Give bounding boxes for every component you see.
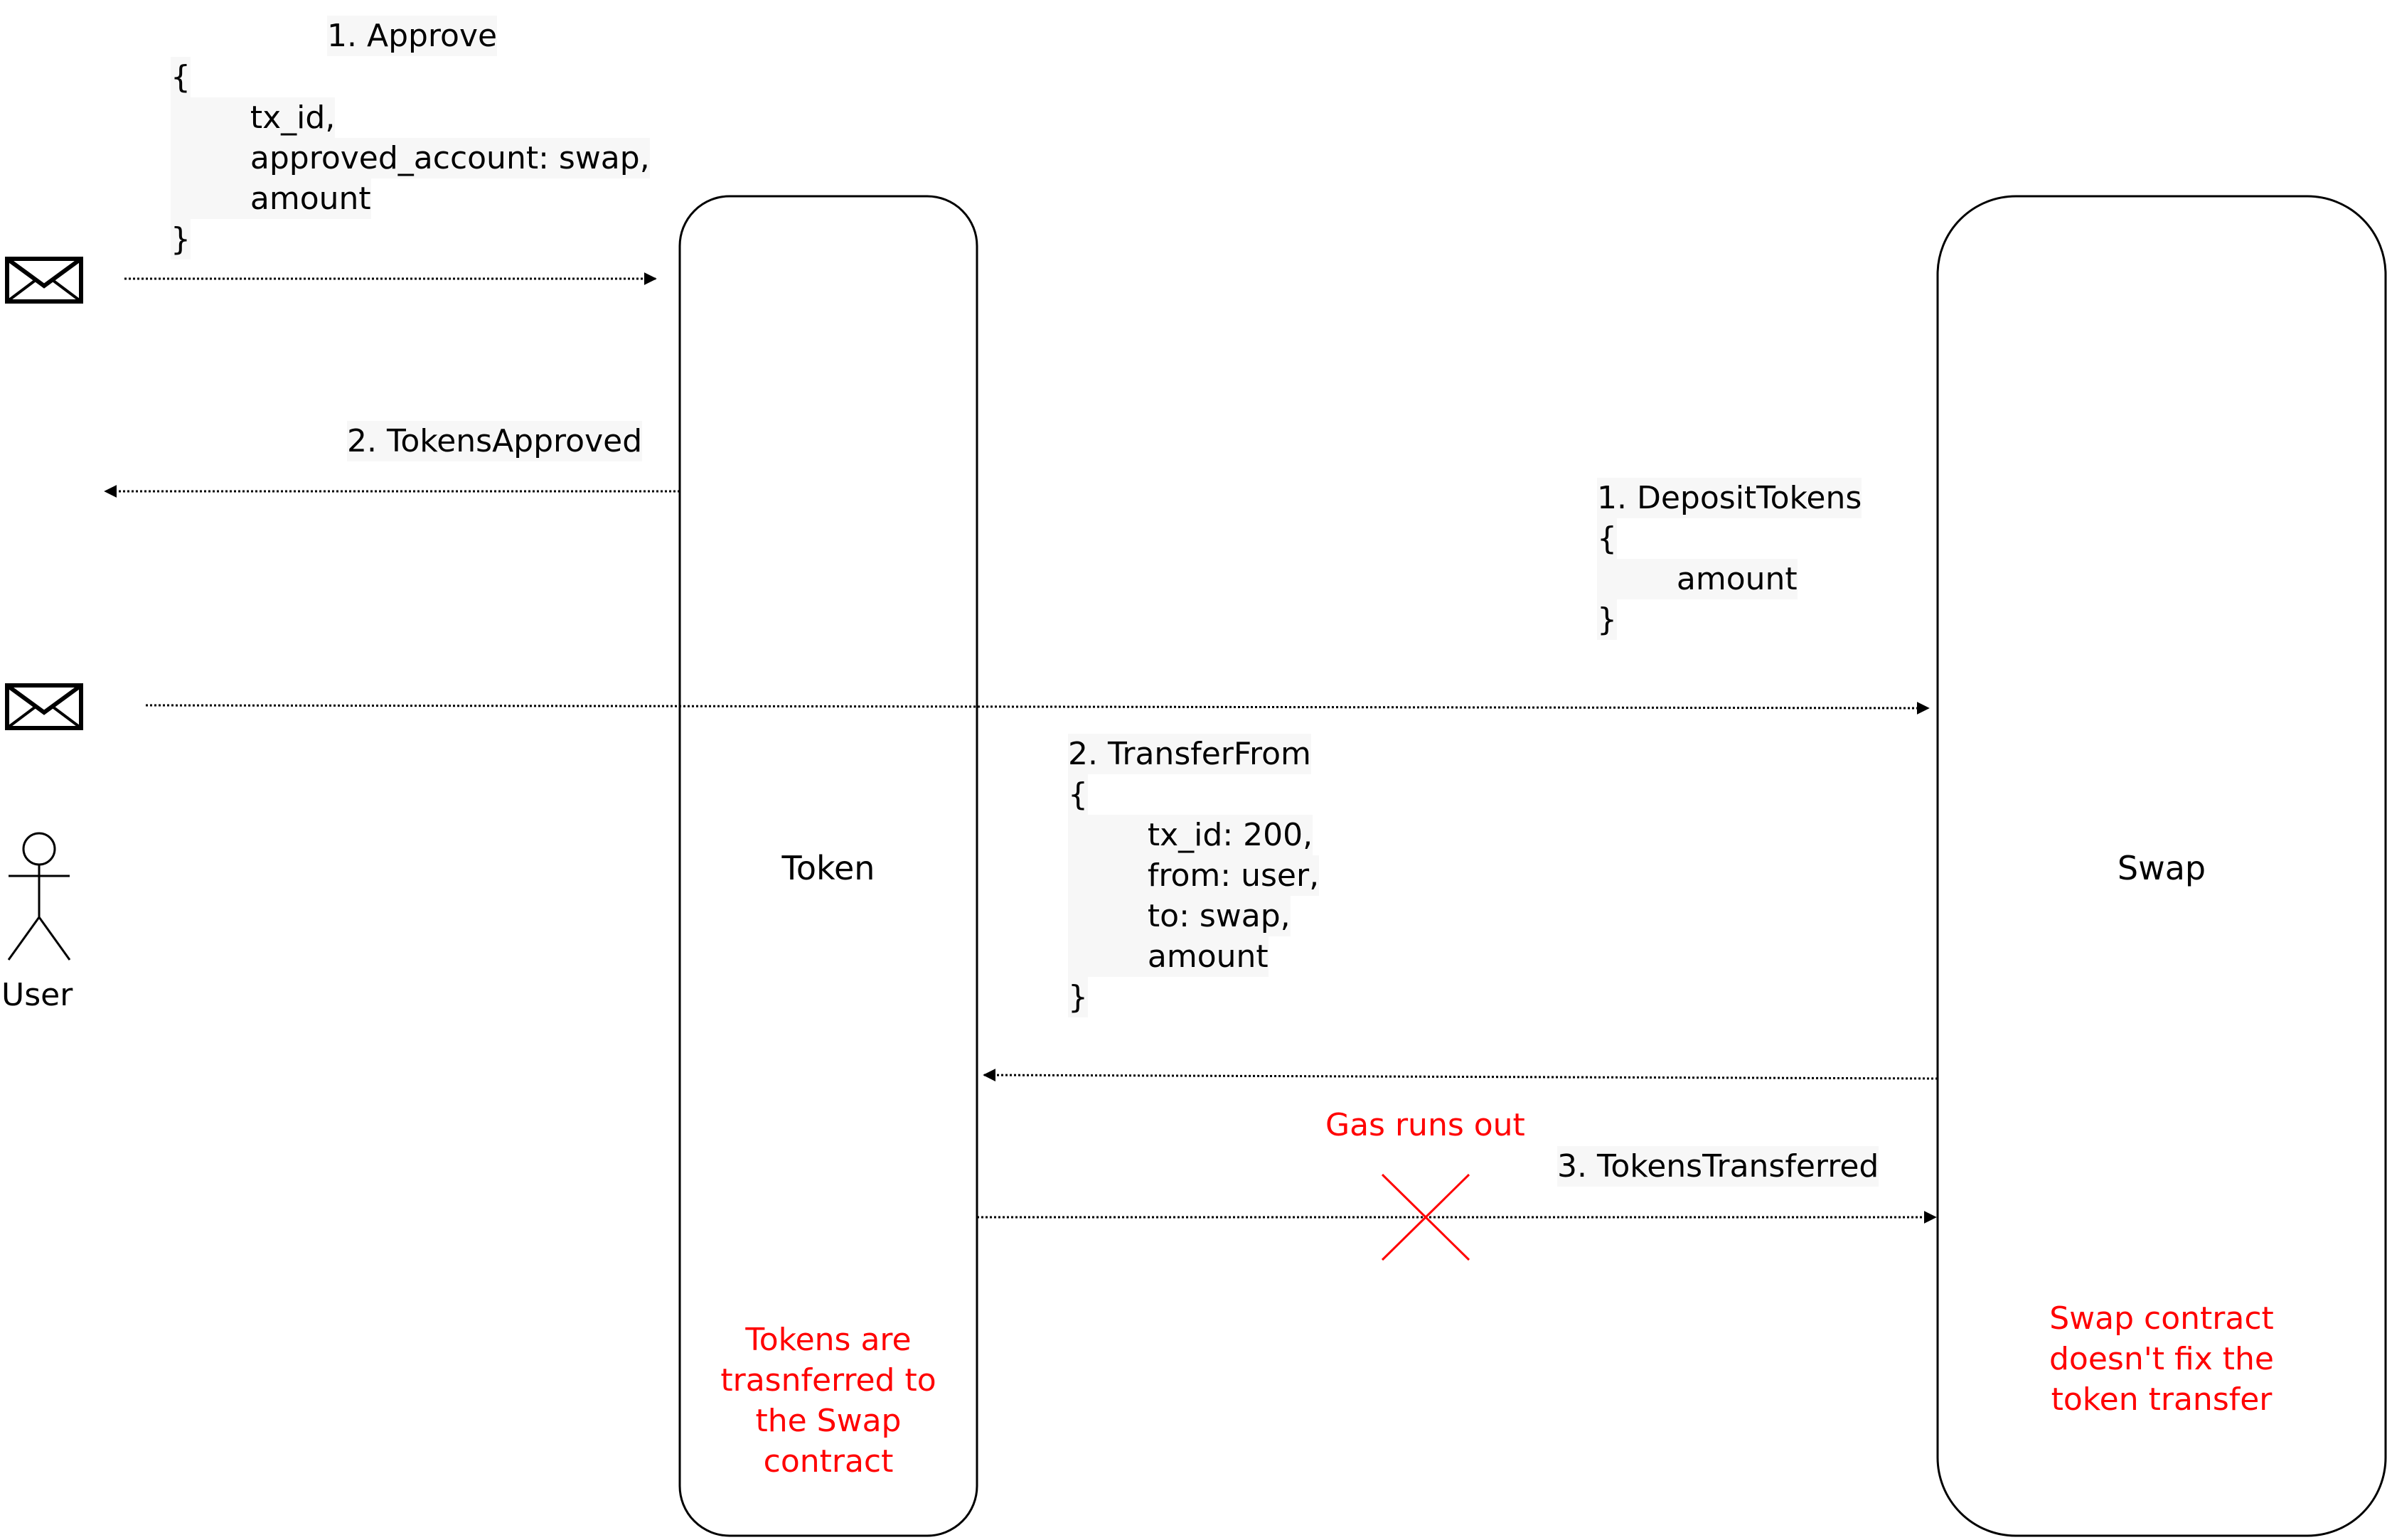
deposit-tokens-body-line: } (1597, 599, 1617, 640)
deposit-tokens-body-line: { (1597, 518, 1617, 559)
swap-participant-label: Swap (2117, 849, 2206, 887)
token-note-line: trasnferred to (720, 1362, 936, 1399)
swap-lifeline-box (1936, 195, 2387, 1537)
approve-body-line: } (171, 219, 191, 260)
gas-runs-out-note: Gas runs out (1325, 1107, 1525, 1143)
envelope-icon (5, 683, 83, 730)
approve-body-line: { (171, 57, 191, 97)
user-actor-label: User (1, 977, 73, 1013)
transfer-from-body-line: to: swap, (1068, 896, 1291, 936)
approve-body-line: amount (171, 178, 371, 219)
transfer-from-body-line: tx_id: 200, (1068, 815, 1313, 855)
transfer-from-body-line: } (1068, 977, 1088, 1017)
deposit-tokens-body-line: amount (1597, 559, 1798, 599)
stick-figure-icon (7, 832, 71, 961)
transfer-from-title: 2. TransferFrom (1068, 734, 1311, 774)
swap-note-line: doesn't fix the (2049, 1341, 2274, 1377)
approve-body-line: approved_account: swap, (171, 138, 650, 178)
token-note-line: Tokens are (745, 1322, 912, 1358)
tokens-transferred-label: 3. TokensTransferred (1557, 1146, 1879, 1187)
transfer-from-body-line: amount (1068, 936, 1269, 977)
transfer-from-arrow (983, 1069, 1938, 1082)
token-lifeline-box (678, 195, 978, 1537)
token-participant-label: Token (781, 849, 875, 887)
swap-note-line: token transfer (2051, 1381, 2273, 1418)
approve-body-line: tx_id, (171, 97, 336, 138)
token-note-line: contract (763, 1443, 894, 1480)
tokens-approved-label: 2. TokensApproved (347, 421, 643, 461)
envelope-icon (5, 257, 83, 304)
swap-note-line: Swap contract (2049, 1300, 2274, 1337)
deposit-tokens-title: 1. DepositTokens (1597, 478, 1862, 518)
deposit-tokens-arrow (145, 701, 1930, 715)
transfer-from-body-line: from: user, (1068, 855, 1320, 896)
cross-icon (1381, 1173, 1470, 1261)
transfer-from-body-line: { (1068, 774, 1088, 815)
token-note-line: the Swap (755, 1403, 902, 1439)
approve-message-title: 1. Approve (327, 16, 498, 56)
